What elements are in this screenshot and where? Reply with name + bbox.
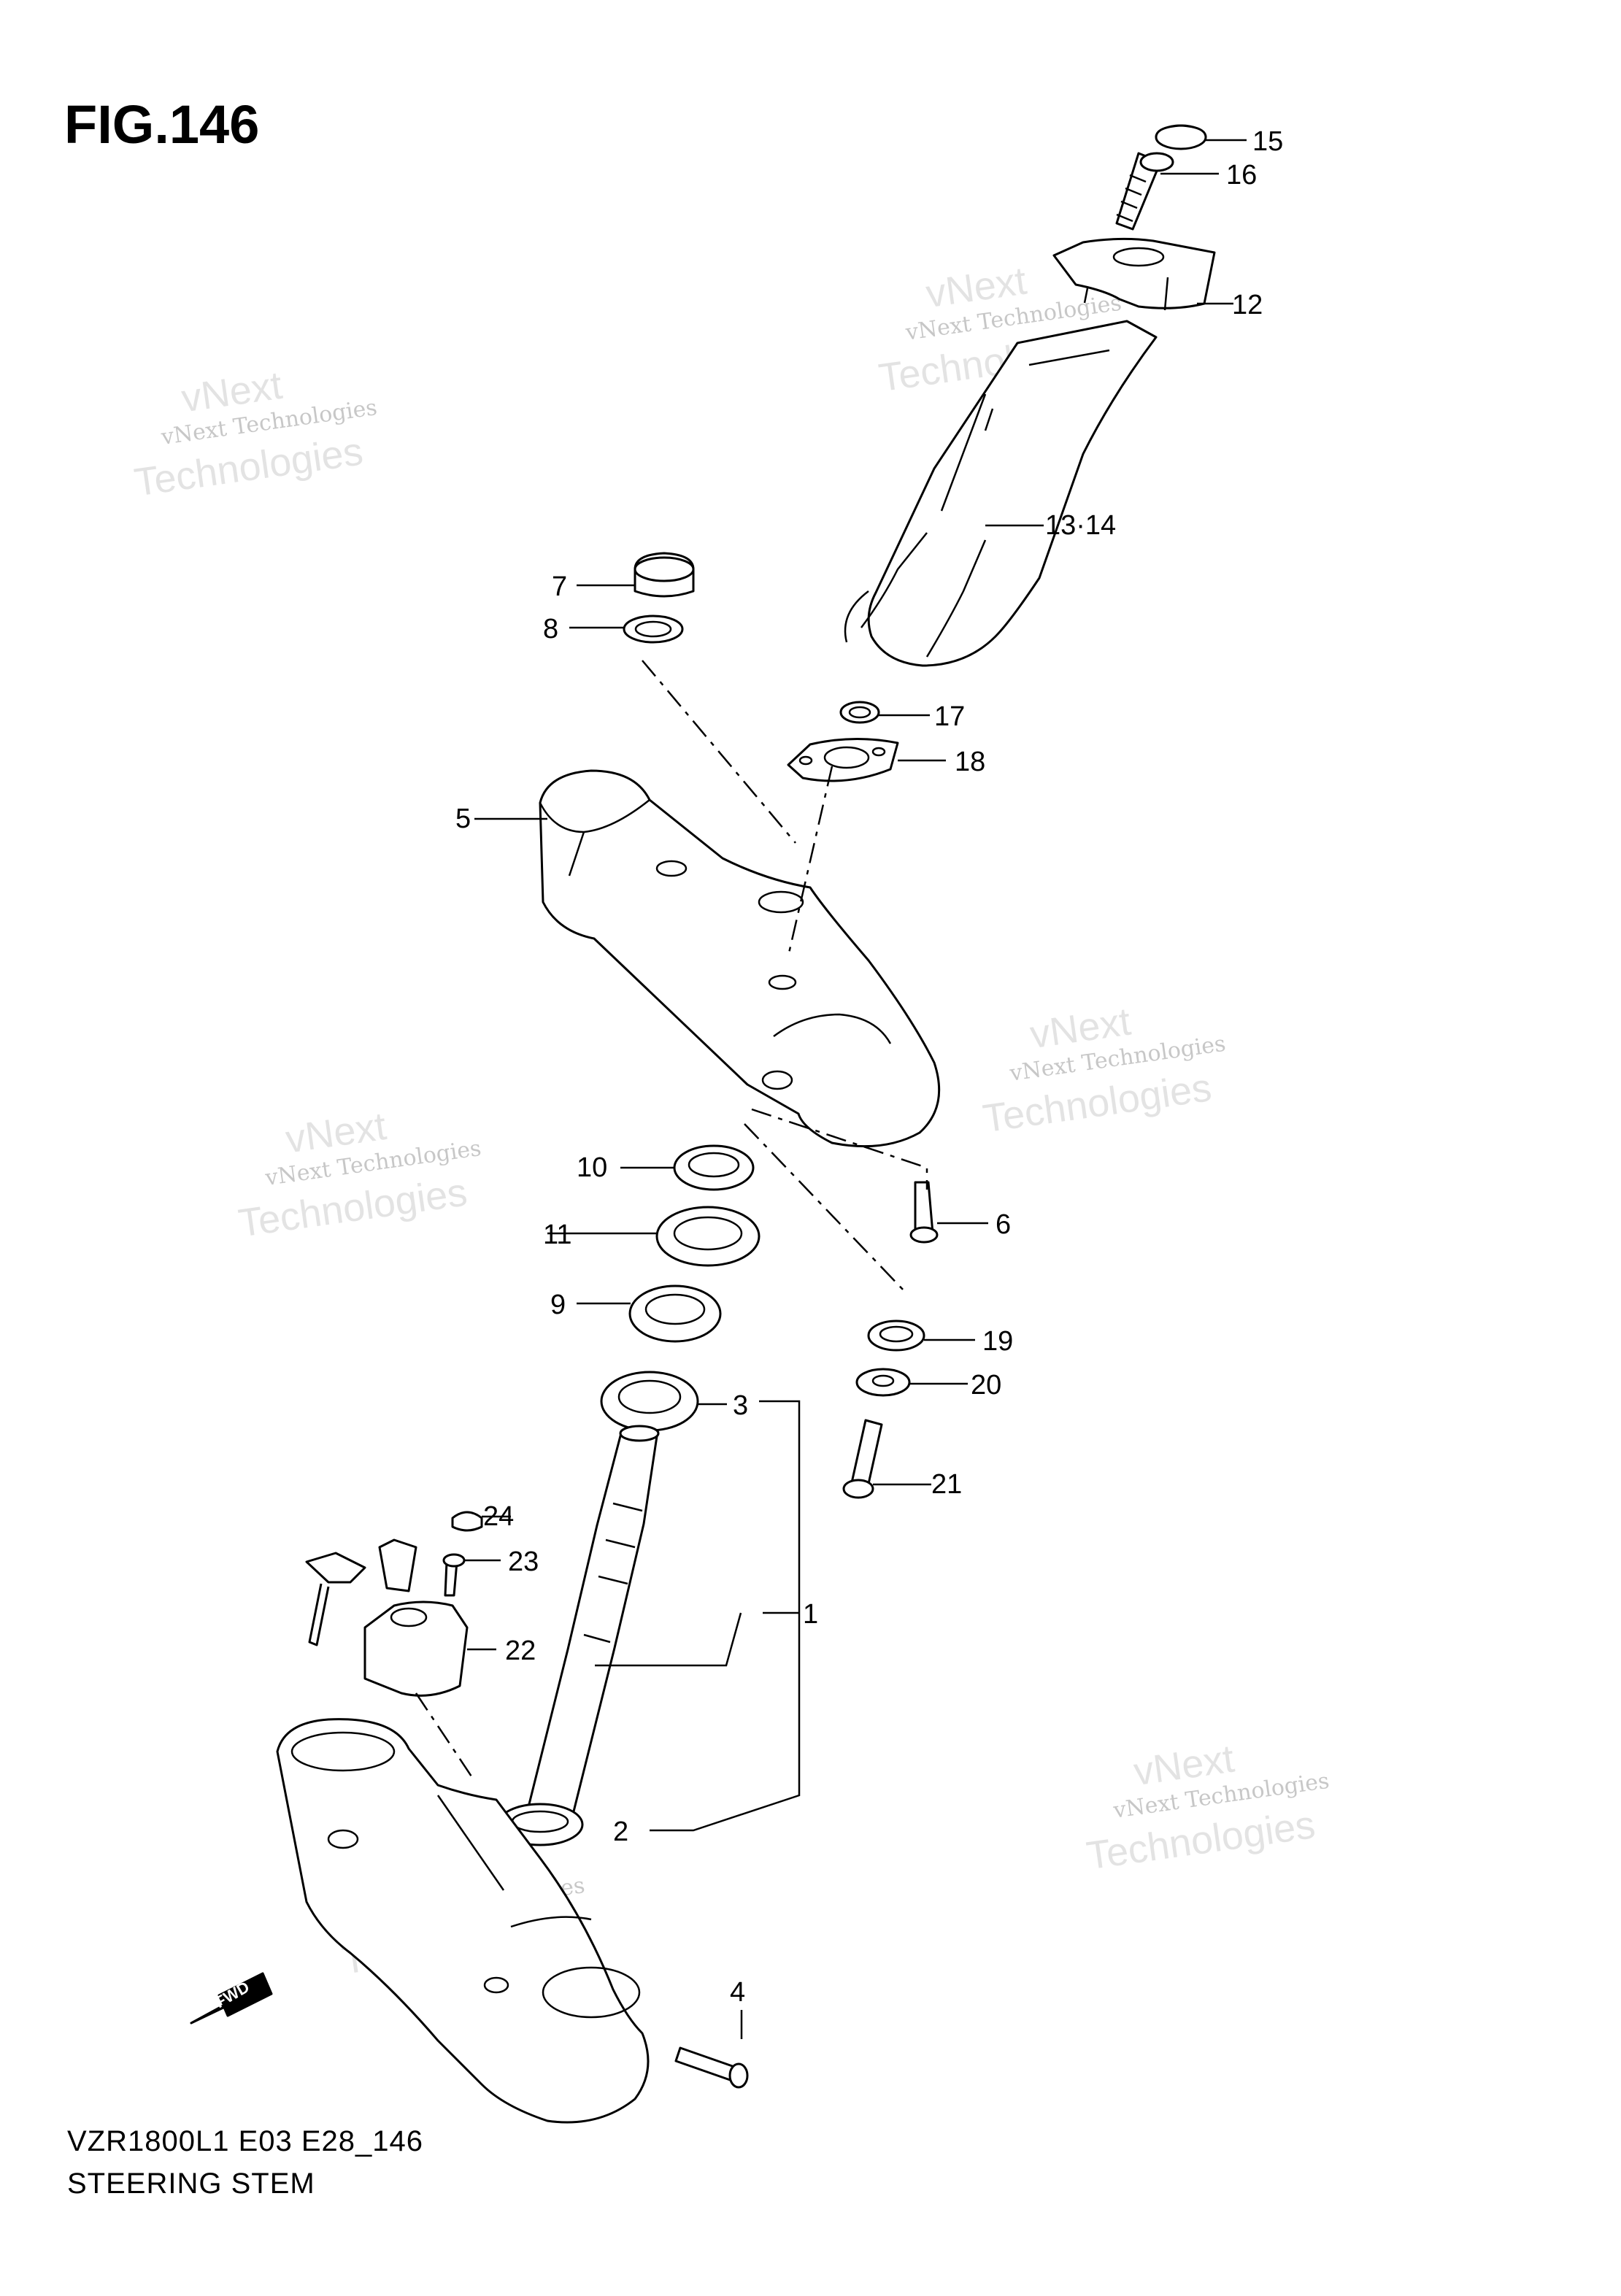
callout-7: 7 [552, 571, 567, 602]
part-18-plate [787, 738, 899, 782]
figure-title: FIG.146 [64, 94, 260, 155]
callout-1: 1 [803, 1599, 818, 1630]
part-11-seal [655, 1206, 761, 1267]
callout-6: 6 [996, 1209, 1011, 1240]
part-5-upper-bracket [539, 769, 941, 1148]
callout-19: 19 [982, 1326, 1013, 1357]
callout-11: 11 [543, 1220, 571, 1250]
part-9-bearing [628, 1284, 722, 1343]
callout-2: 2 [613, 1817, 628, 1847]
callout-24: 24 [483, 1501, 514, 1532]
part-20-washer [855, 1368, 911, 1397]
callout-16: 16 [1226, 160, 1257, 190]
part-3-bearing [600, 1371, 699, 1432]
lower-bracket [276, 1718, 650, 2124]
callout-5: 5 [455, 804, 471, 834]
part-23-screw [442, 1553, 466, 1597]
callout-3: 3 [733, 1390, 748, 1421]
part-4-bolt [674, 2046, 749, 2089]
callout-10: 10 [577, 1152, 607, 1183]
part-8-washer [623, 615, 684, 644]
callout-12: 12 [1232, 290, 1263, 320]
part-7-nut [634, 552, 695, 598]
part-13-14-handlebar [844, 320, 1158, 667]
assembly-lines [415, 660, 928, 1781]
part-6-bolt [909, 1181, 939, 1244]
callout-9: 9 [550, 1290, 566, 1320]
callout-23: 23 [508, 1546, 539, 1577]
callout-15: 15 [1252, 126, 1283, 157]
callout-4: 4 [730, 1977, 745, 2008]
part-21-bolt [842, 1419, 883, 1499]
callout-labels: 15 16 12 13·14 7 8 17 18 5 10 6 11 9 19 … [455, 126, 1283, 2008]
part-17-washer [839, 701, 880, 724]
watermark-group: vNext Technologies vNext Technologies vN… [131, 259, 1331, 1983]
part-10-nut [673, 1144, 755, 1191]
part-1-steering-stem [523, 1425, 660, 1836]
part-12-holder [1052, 237, 1216, 311]
part-15-cap [1155, 124, 1207, 150]
part-22-ignition-switch [305, 1538, 469, 1697]
callout-20: 20 [971, 1370, 1001, 1401]
callout-17: 17 [934, 701, 965, 732]
callout-18: 18 [955, 747, 985, 777]
callout-21: 21 [931, 1469, 962, 1500]
part-16-bolt [1115, 152, 1174, 231]
part-19-washer [867, 1320, 925, 1352]
model-code: VZR1800L1 E03 E28_146 [67, 2125, 424, 2157]
leader-lines [464, 139, 1247, 2039]
callout-13-14: 13·14 [1045, 510, 1116, 541]
diagram-name: STEERING STEM [67, 2168, 315, 2200]
callout-8: 8 [543, 614, 558, 644]
fwd-direction-arrow: FWD [190, 1972, 273, 2025]
callout-22: 22 [505, 1636, 536, 1666]
part-24-cap [451, 1511, 483, 1532]
